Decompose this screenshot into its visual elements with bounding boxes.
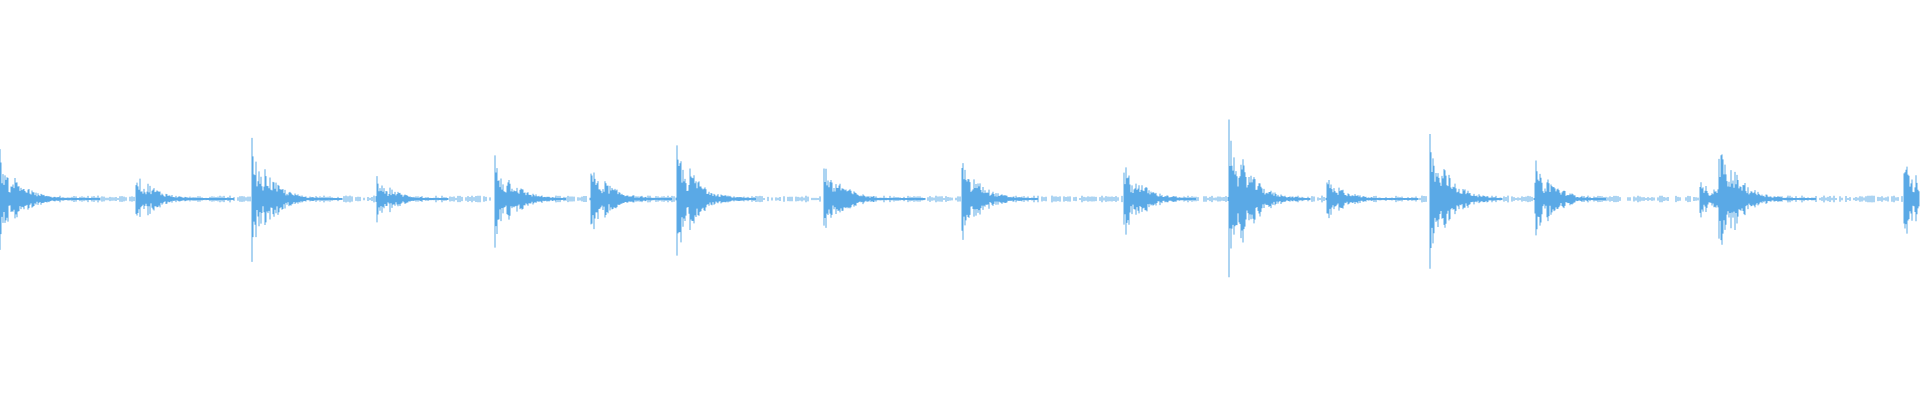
waveform-transient	[1228, 119, 1311, 278]
waveform-transient	[251, 137, 343, 262]
waveform-transient	[1718, 154, 1817, 245]
waveform-transient	[0, 149, 100, 250]
waveform-transient	[1429, 133, 1503, 269]
waveform-transient	[590, 172, 672, 230]
waveform-transient	[1123, 167, 1196, 235]
waveform-transient	[1326, 180, 1419, 219]
waveform-peaks	[0, 119, 1920, 278]
waveform-transient	[823, 168, 926, 228]
waveform-transient	[376, 176, 449, 223]
waveform-transient	[494, 155, 567, 248]
waveform-transient	[135, 178, 234, 217]
waveform-transient	[961, 163, 1039, 240]
waveform-transient	[1903, 166, 1920, 234]
waveform-transient	[1534, 160, 1607, 236]
waveform-transient	[676, 145, 757, 256]
